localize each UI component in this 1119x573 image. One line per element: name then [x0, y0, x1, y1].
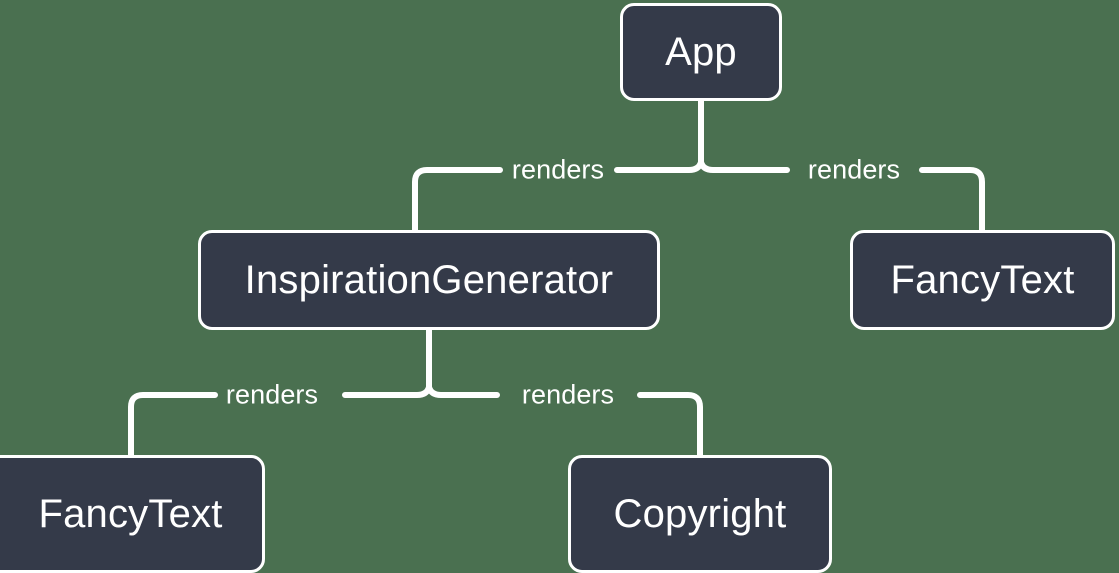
wire-inspiration-to-fancytext-left	[342, 384, 432, 398]
node-inspiration-generator-label: InspirationGenerator	[244, 257, 614, 302]
node-app-label: App	[665, 29, 737, 74]
node-inspiration-generator[interactable]: InspirationGenerator	[198, 230, 660, 330]
edge-label-inspiration-to-copyright: renders	[521, 379, 615, 410]
node-fancytext-right[interactable]: FancyText	[850, 230, 1115, 330]
node-fancytext-left[interactable]: FancyText	[0, 455, 265, 573]
node-app[interactable]: App	[620, 3, 782, 101]
node-copyright[interactable]: Copyright	[568, 455, 832, 573]
wire-app-to-inspiration-tail	[412, 167, 503, 233]
wire-app-to-fancytext-right-tail	[919, 167, 985, 233]
wire-app-to-inspiration	[614, 159, 704, 173]
node-copyright-label: Copyright	[613, 491, 787, 536]
wire-inspiration-to-copyright	[426, 384, 500, 398]
connector-wires	[128, 98, 985, 458]
edge-label-inspiration-to-fancytext-left: renders	[225, 379, 319, 410]
component-tree-diagram: renders renders renders renders App Insp…	[0, 3, 1115, 573]
edge-label-app-to-fancytext-right: renders	[807, 154, 901, 185]
wire-app-to-fancytext-right	[698, 159, 790, 173]
wire-inspiration-to-fancytext-left-tail	[128, 392, 218, 458]
node-fancytext-right-label: FancyText	[890, 257, 1075, 302]
node-fancytext-left-label: FancyText	[38, 491, 223, 536]
wire-inspiration-to-copyright-tail	[637, 392, 703, 458]
edge-label-app-to-inspiration: renders	[511, 154, 605, 185]
